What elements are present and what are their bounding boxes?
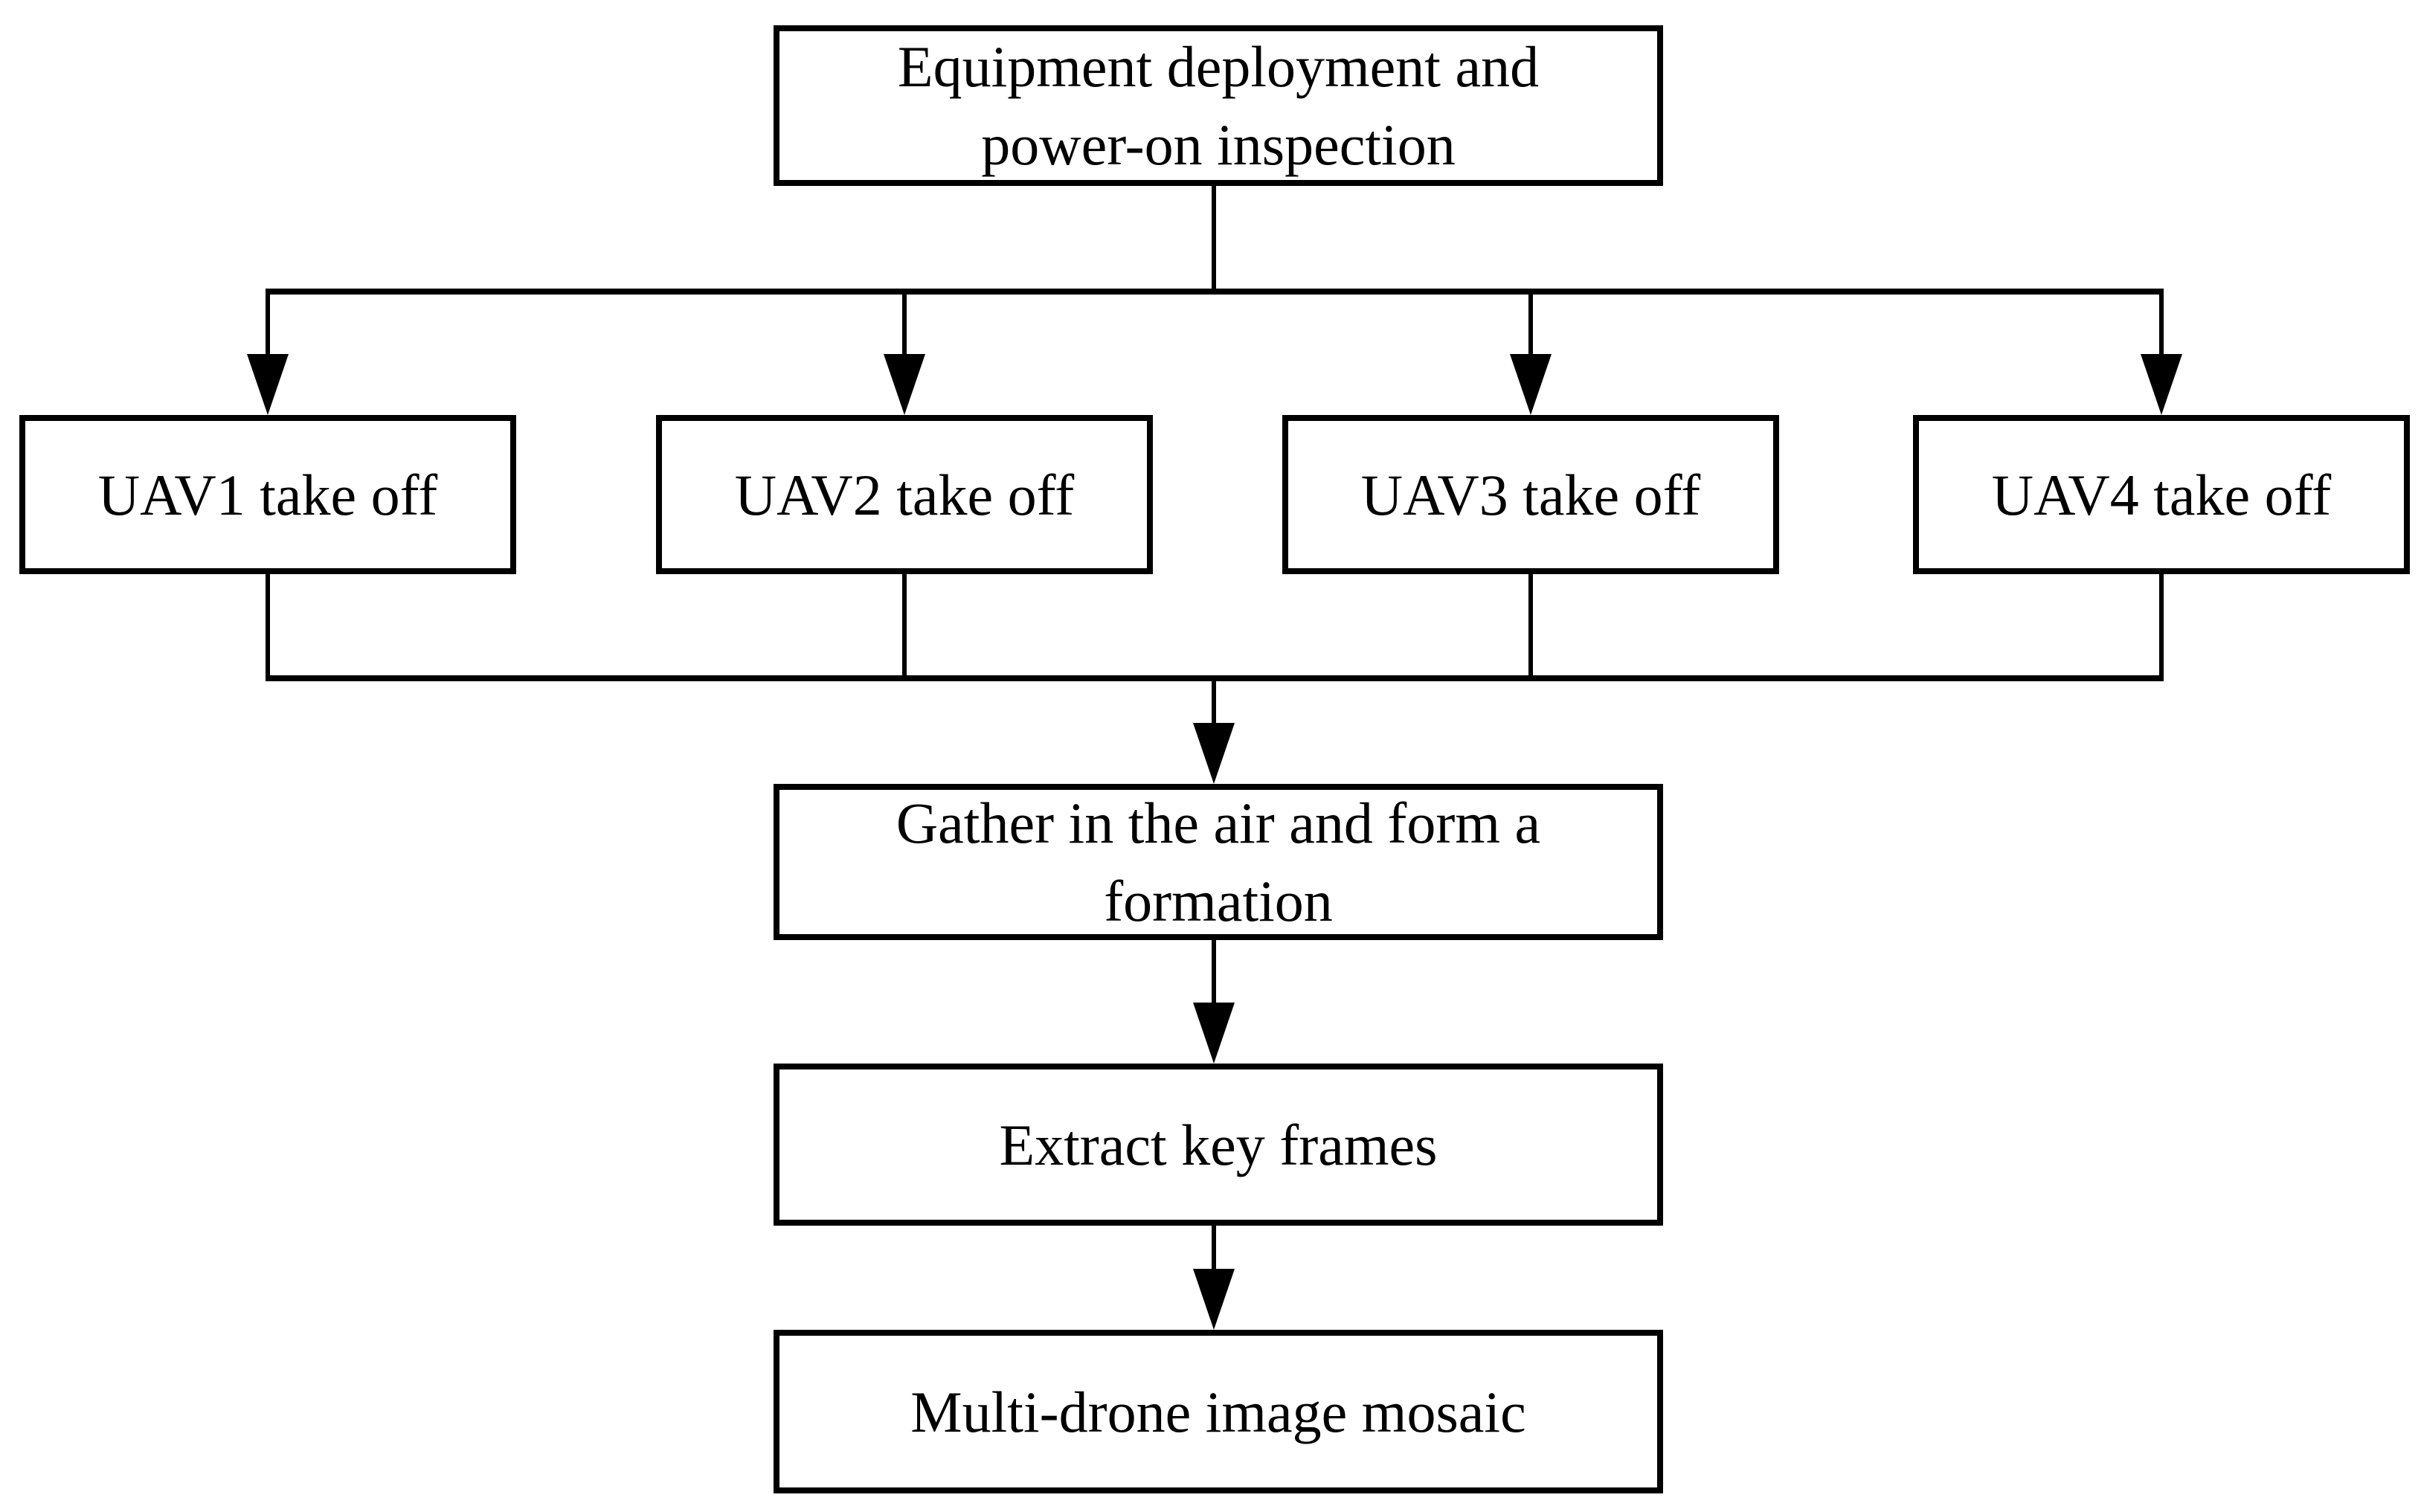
node-gather-formation: Gather in the air and form a formation (774, 784, 1663, 940)
node-multi-drone-image-mosaic-label: Multi-drone image mosaic (910, 1379, 1526, 1444)
node-uav4-take-off: UAV4 take off (1913, 415, 2410, 574)
node-extract-key-frames-label: Extract key frames (999, 1112, 1438, 1177)
arrow-down-gather-icon (1193, 723, 1235, 784)
node-extract-key-frames: Extract key frames (774, 1064, 1663, 1226)
node-uav2-take-off-label: UAV2 take off (734, 462, 1075, 527)
edge-merge-line (266, 675, 2164, 681)
edge-from-uav4-line (2159, 574, 2164, 675)
node-multi-drone-image-mosaic: Multi-drone image mosaic (774, 1330, 1663, 1493)
node-uav3-take-off: UAV3 take off (1282, 415, 1779, 574)
arrow-down-extract-icon (1193, 1003, 1235, 1064)
edge-equipment-stem-line (1212, 186, 1216, 289)
arrow-down-uav4-icon (2141, 354, 2182, 415)
edge-to-uav1-line (266, 295, 270, 354)
node-uav1-take-off-label: UAV1 take off (97, 462, 438, 527)
edge-to-gather-line (1212, 681, 1216, 723)
node-uav1-take-off: UAV1 take off (19, 415, 516, 574)
edge-gather-to-extract-line (1212, 940, 1216, 1003)
node-uav2-take-off: UAV2 take off (656, 415, 1153, 574)
edge-extract-to-mosaic-line (1212, 1226, 1216, 1269)
node-equipment-deployment-label: Equipment deployment and power-on inspec… (897, 34, 1540, 177)
node-uav3-take-off-label: UAV3 take off (1360, 462, 1701, 527)
edge-from-uav2-line (902, 574, 907, 675)
arrow-down-uav1-icon (247, 354, 289, 415)
edge-to-uav3-line (1528, 295, 1533, 354)
arrow-down-uav2-icon (884, 354, 925, 415)
node-uav4-take-off-label: UAV4 take off (1991, 462, 2332, 527)
edge-to-uav4-line (2159, 295, 2164, 354)
arrow-down-mosaic-icon (1193, 1269, 1235, 1330)
node-equipment-deployment: Equipment deployment and power-on inspec… (774, 25, 1663, 186)
edge-from-uav1-line (266, 574, 270, 675)
edge-distribution-line (266, 289, 2164, 295)
edge-to-uav2-line (902, 295, 907, 354)
edge-from-uav3-line (1528, 574, 1533, 675)
arrow-down-uav3-icon (1510, 354, 1552, 415)
node-gather-formation-label: Gather in the air and form a formation (896, 791, 1541, 933)
